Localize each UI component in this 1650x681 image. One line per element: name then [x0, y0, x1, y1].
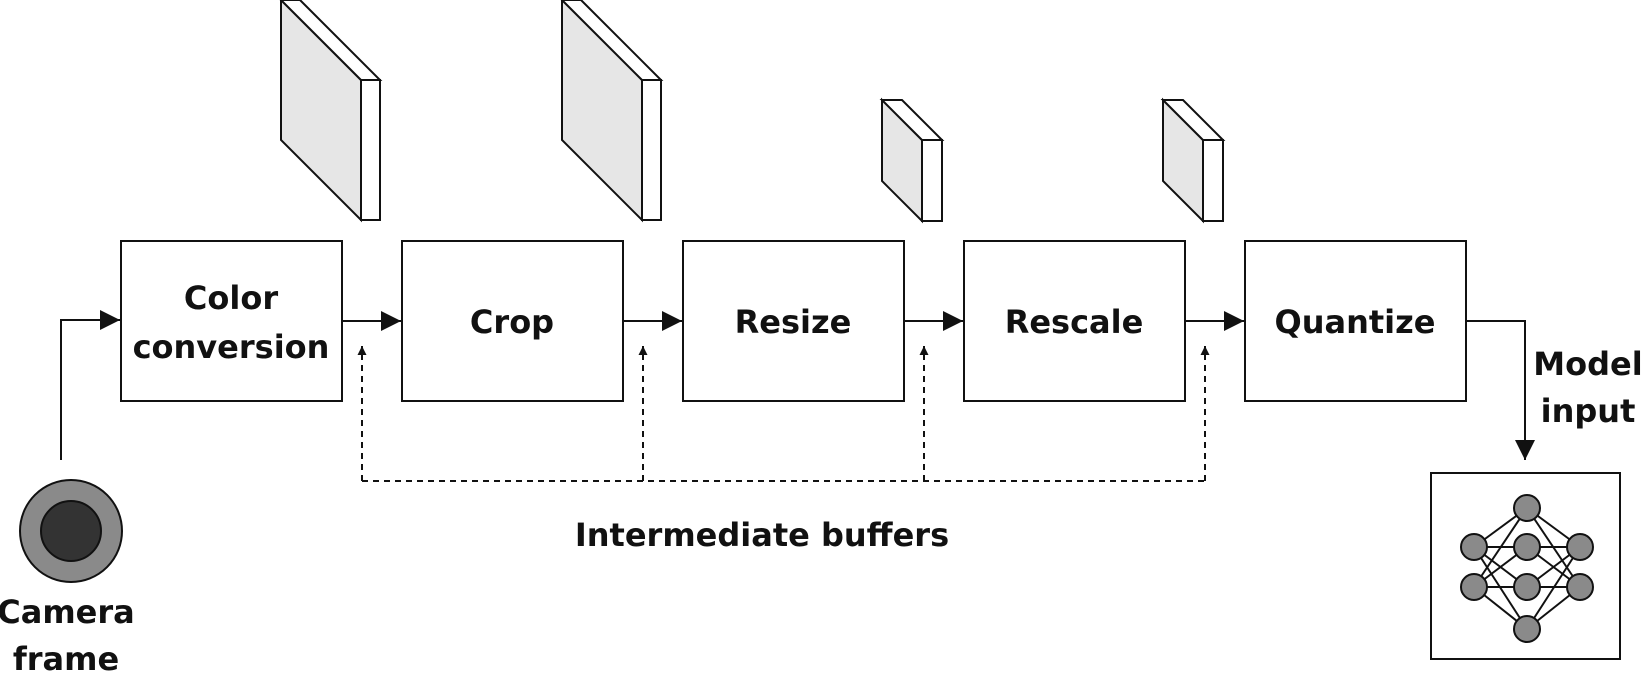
camera-icon: [19, 479, 123, 583]
stage-label-crop: Crop: [470, 303, 554, 341]
stage-label-rescale: Rescale: [1005, 303, 1144, 341]
stage-label-resize: Resize: [735, 303, 852, 341]
buffer-slab-2: [560, 0, 664, 223]
camera-label-line1: Camera: [0, 593, 135, 631]
stage-box-color-conversion: [120, 240, 343, 402]
buffer-slab-4: [1160, 97, 1226, 224]
stage-box-quantize: [1244, 240, 1467, 402]
camera-to-color-arrow: [60, 310, 120, 460]
model-input-label-line2: input: [1541, 392, 1636, 430]
buffer-slab-1: [279, 0, 383, 223]
neural-network-icon: [1460, 494, 1594, 643]
buffer-dashed-lines: [357, 346, 1210, 482]
stage-label-color-line1: Color: [184, 279, 278, 317]
intermediate-buffers-label: Intermediate buffers: [575, 516, 949, 554]
output-arrow: [1466, 320, 1535, 460]
buffer-slab-3: [879, 97, 945, 224]
stage-label-color-line2: conversion: [133, 328, 330, 366]
camera-label-line2: frame: [13, 640, 119, 678]
stage-label-quantize: Quantize: [1275, 303, 1436, 341]
stage-box-crop: [401, 240, 624, 402]
model-input-label-line1: Model: [1533, 345, 1642, 383]
